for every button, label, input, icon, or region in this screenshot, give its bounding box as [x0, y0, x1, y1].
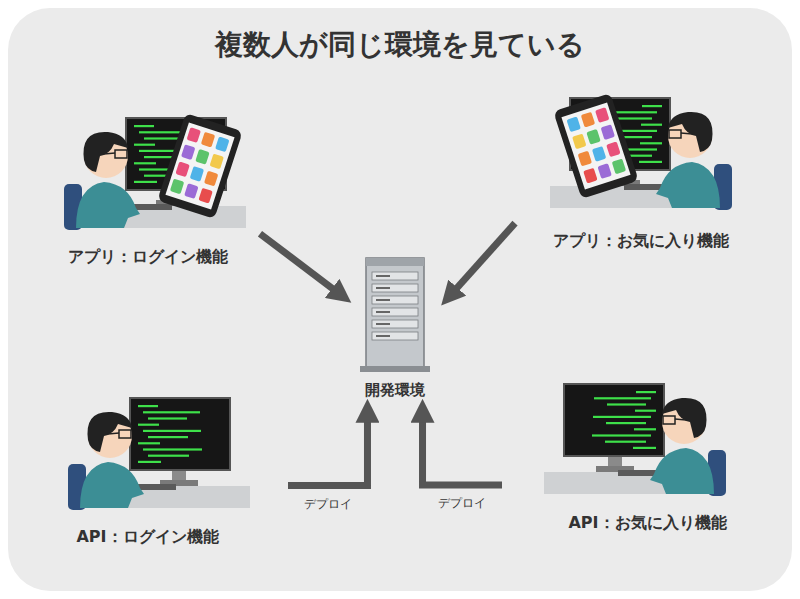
developer-node: アプリ：お気に入り機能 — [525, 92, 757, 252]
node-caption: API：お気に入り機能 — [540, 513, 755, 534]
node-caption: アプリ：ログイン機能 — [45, 247, 250, 268]
node-caption: API：ログイン機能 — [45, 527, 250, 548]
developer-node: アプリ：ログイン機能 — [45, 112, 250, 268]
developer-illustration — [544, 384, 726, 496]
diagram-title: 複数人が同じ環境を見ている — [0, 26, 800, 64]
developer-illustration — [68, 398, 250, 510]
developer-node: API：お気に入り機能 — [540, 378, 755, 534]
arrow-connector — [260, 234, 336, 292]
node-caption: 開発環境 — [352, 381, 438, 400]
edge-label: デプロイ — [301, 496, 355, 513]
arrow-connector — [454, 223, 515, 291]
developer-node: API：ログイン機能 — [45, 392, 250, 548]
server-node: 開発環境 — [352, 255, 438, 400]
server-icon — [360, 258, 430, 372]
node-caption: アプリ：お気に入り機能 — [525, 231, 757, 252]
panel — [8, 8, 792, 591]
arrow-connector — [288, 418, 367, 486]
edge-label: デプロイ — [435, 495, 489, 512]
developer-illustration — [64, 113, 246, 230]
developer-illustration — [550, 93, 732, 210]
arrow-connector — [423, 418, 502, 485]
